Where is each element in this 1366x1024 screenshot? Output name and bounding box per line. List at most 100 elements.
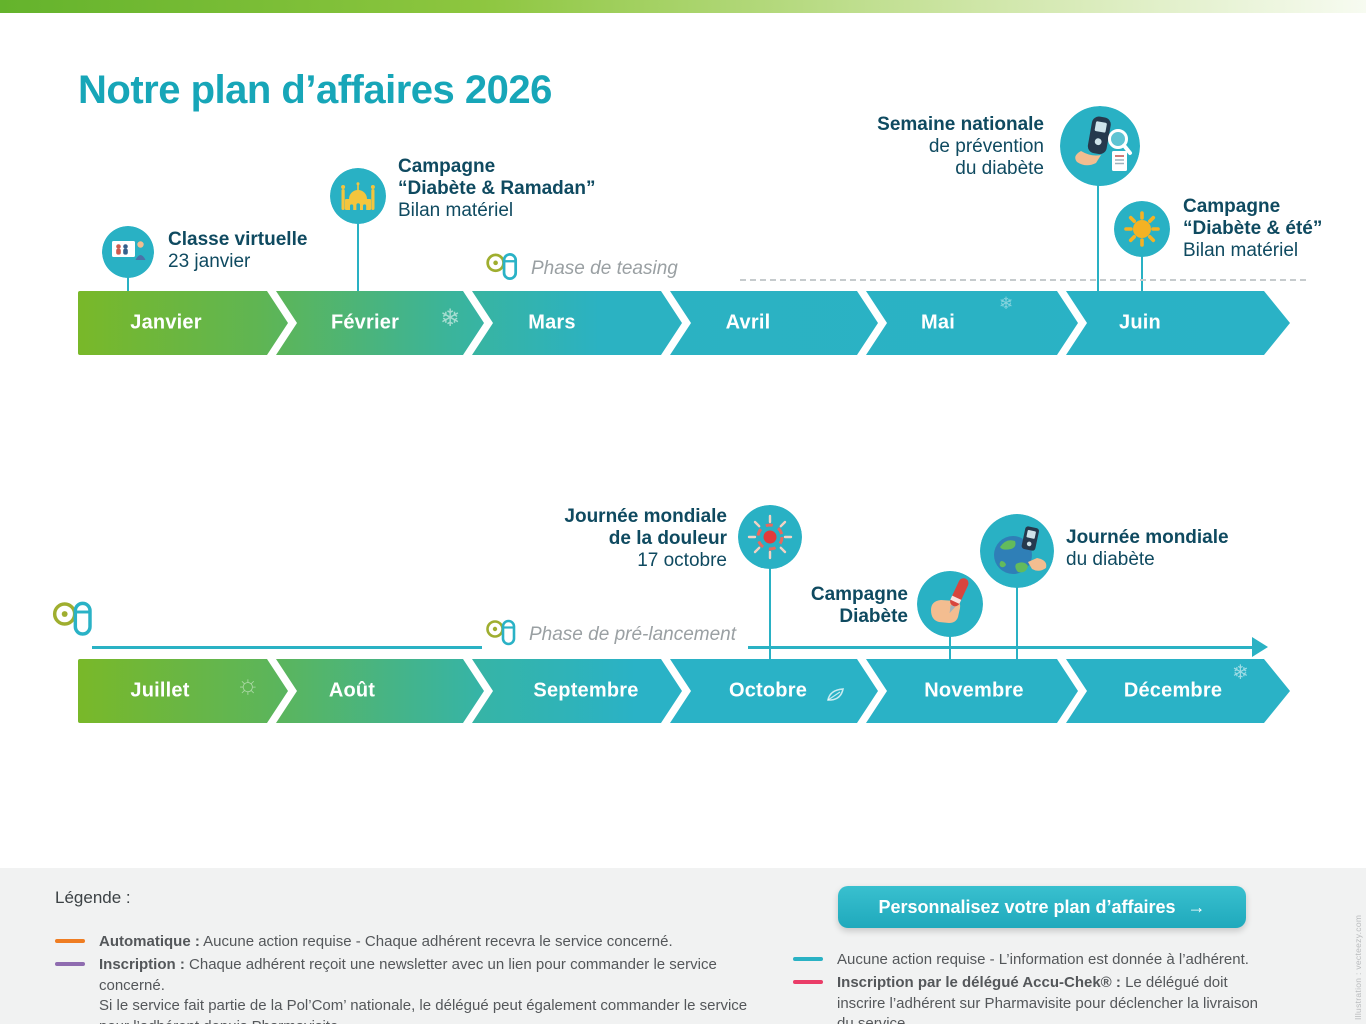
chevron-separator <box>661 659 691 723</box>
event-semaine-nationale: Semaine nationale de prévention du diabè… <box>877 114 1044 180</box>
legend-item-body: Chaque adhérent reçoit une newsletter av… <box>99 956 717 994</box>
event-title: Campagne <box>810 584 908 605</box>
legend-item-label: Automatique : <box>99 933 200 950</box>
phase-teasing-label: Phase de teasing <box>484 247 678 291</box>
personalize-plan-button[interactable]: Personnalisez votre plan d’affaires → <box>838 886 1246 928</box>
classroom-icon <box>102 226 154 278</box>
event-date: 23 janvier <box>168 251 251 272</box>
legend-item-text: Inscription par le délégué Accu-Chek® : … <box>837 973 1262 1024</box>
event-subtitle: Bilan matériel <box>1183 240 1299 261</box>
legend-item-aucune-action: Aucune action requise - L’information es… <box>793 950 1273 971</box>
snowflake-icon: ❄ <box>440 305 461 332</box>
event-title: Classe virtuelle <box>168 229 308 250</box>
event-title: Semaine nationale <box>877 114 1044 135</box>
legend-item-body: Aucune action requise - L’information es… <box>837 951 1249 968</box>
chevron-separator <box>857 291 887 355</box>
glucose-kit-icon <box>484 247 522 291</box>
event-title2: de la douleur <box>608 528 727 549</box>
button-label: Personnalisez votre plan d’affaires <box>878 896 1176 917</box>
teasing-dashed-line <box>740 279 1306 281</box>
arrow-head <box>1252 637 1268 657</box>
chevron-separator <box>661 291 691 355</box>
snowflake-icon: ❄ <box>1232 662 1249 684</box>
event-title: Campagne <box>1183 196 1281 217</box>
month-mars: Mars <box>528 311 576 334</box>
globe-glucometer-icon <box>980 514 1054 588</box>
month-mai: Mai <box>921 311 955 334</box>
month-fevrier: Février <box>330 311 400 334</box>
teal-dash-icon <box>793 957 823 961</box>
timeline-july-december: Juillet Août Septembre Octobre Novembre … <box>78 659 1290 723</box>
pink-dash-icon <box>793 980 823 984</box>
sun-doodle-icon: ☼ <box>236 669 260 699</box>
chevron-separator <box>1057 291 1087 355</box>
chevron-separator <box>857 659 887 723</box>
event-title2: “Diabète & Ramadan” <box>398 178 596 199</box>
event-connector <box>127 276 129 292</box>
leaf-icon <box>826 687 846 707</box>
event-classe-virtuelle: Classe virtuelle 23 janvier <box>168 229 307 273</box>
event-journee-diabete: Journée mondiale du diabète <box>1066 527 1229 571</box>
event-campagne-ete: Campagne “Diabète & été” Bilan matériel <box>1183 196 1322 262</box>
legend-item-body: Le délégué doit inscrire l’adhérent sur … <box>837 974 1259 1024</box>
event-connector <box>769 567 771 659</box>
chevron-separator <box>463 291 493 355</box>
event-title2: “Diabète & été” <box>1183 218 1323 239</box>
illustration-credit: Illustration : vecteezy.com <box>1353 914 1363 1020</box>
legend-item-label: Inscription par le délégué Accu-Chek® : <box>837 974 1121 991</box>
event-connector <box>1141 255 1143 291</box>
legend-heading: Légende : <box>55 888 131 907</box>
legend-item-automatique: Automatique : Aucune action requise - Ch… <box>55 932 735 953</box>
legend-item-body2: Si le service fait partie de la Pol’Com’… <box>99 997 748 1024</box>
mosque-icon <box>330 168 386 224</box>
legend-item-inscription: Inscription : Chaque adhérent reçoit une… <box>55 955 755 1024</box>
event-campagne-ramadan: Campagne “Diabète & Ramadan” Bilan matér… <box>398 156 595 222</box>
month-juillet: Juillet <box>130 679 190 702</box>
glucose-kit-icon <box>484 614 520 656</box>
chevron-separator <box>1057 659 1087 723</box>
chevron-separator <box>267 659 297 723</box>
event-subtitle: Bilan matériel <box>398 200 514 221</box>
event-title: Journée mondiale <box>564 506 727 527</box>
event-subtitle: du diabète <box>1066 549 1155 570</box>
phase-prelancement-label: Phase de pré-lancement <box>482 612 749 658</box>
prevention-screening-icon <box>1060 106 1140 186</box>
legend-section: Légende : Automatique : Aucune action re… <box>0 868 1366 1024</box>
snowflake-icon: ❄ <box>999 294 1014 313</box>
arrow-right-icon: → <box>1187 896 1206 917</box>
event-title2: Diabète <box>839 606 908 627</box>
event-title: Journée mondiale <box>1066 527 1229 548</box>
event-date: 17 octobre <box>637 550 727 571</box>
page-title: Notre plan d’affaires 2026 <box>78 68 552 112</box>
month-janvier: Janvier <box>130 311 202 334</box>
phase-label-text: Phase de pré-lancement <box>529 624 737 645</box>
event-line3: du diabète <box>955 158 1044 179</box>
month-juin: Juin <box>1119 311 1161 334</box>
event-journee-douleur: Journée mondiale de la douleur 17 octobr… <box>564 506 727 572</box>
event-connector <box>357 222 359 291</box>
event-title: Campagne <box>398 156 496 177</box>
month-novembre: Novembre <box>924 679 1024 702</box>
lancing-device-icon <box>917 571 983 637</box>
top-gradient-bar <box>0 0 1366 13</box>
month-avril: Avril <box>725 311 771 334</box>
legend-item-text: Automatique : Aucune action requise - Ch… <box>99 932 673 953</box>
glucose-kit-icon <box>50 594 98 647</box>
month-octobre: Octobre <box>728 679 808 702</box>
chevron-separator <box>463 659 493 723</box>
event-connector <box>1097 184 1099 291</box>
event-campagne-diabete: Campagne Diabète <box>811 584 908 628</box>
legend-item-text: Inscription : Chaque adhérent reçoit une… <box>99 955 754 1024</box>
timeline-january-june: Janvier Février Mars Avril Mai Juin ❄ ❄ <box>78 291 1290 355</box>
month-septembre: Septembre <box>533 679 639 702</box>
orange-dash-icon <box>55 939 85 943</box>
legend-item-body: Aucune action requise - Chaque adhérent … <box>203 933 673 950</box>
month-decembre: Décembre <box>1123 679 1223 702</box>
purple-dash-icon <box>55 962 85 966</box>
event-line2: de prévention <box>928 136 1044 157</box>
chevron-separator <box>267 291 297 355</box>
legend-item-label: Inscription : <box>99 956 185 973</box>
phase-label-text: Phase de teasing <box>531 258 678 279</box>
pain-icon <box>738 505 802 569</box>
